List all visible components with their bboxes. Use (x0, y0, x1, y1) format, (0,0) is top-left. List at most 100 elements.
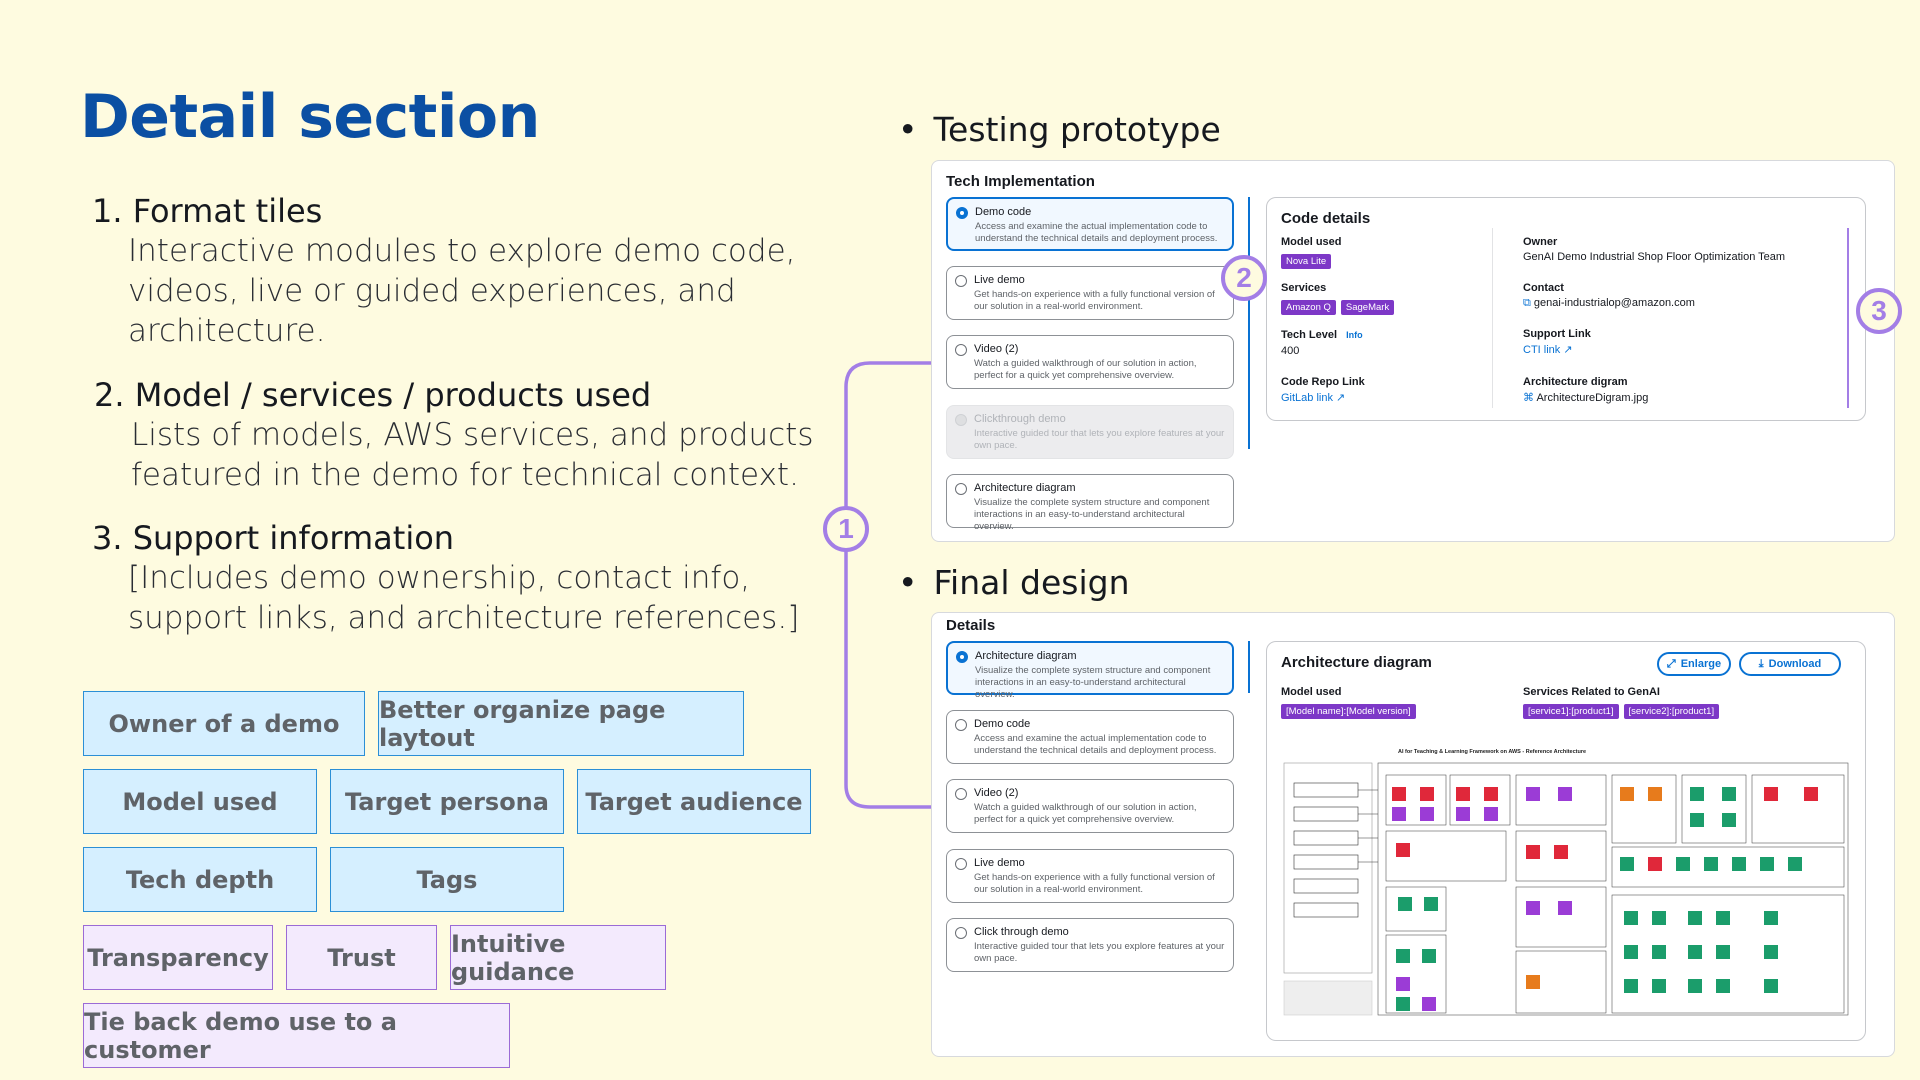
connector-bracket (844, 361, 935, 809)
arch-label: Architecture digram (1523, 376, 1628, 388)
tile-title: Architecture diagram (975, 650, 1077, 662)
final-panel: Details Architecture diagram Visualize t… (931, 612, 1895, 1057)
owner-label: Owner (1523, 236, 1558, 248)
tile-desc: Get hands-on experience with a fully fun… (974, 289, 1215, 312)
column-divider (1492, 228, 1493, 408)
section-3-body: [Includes demo ownership, contact info,s… (128, 560, 800, 636)
external-link-icon: ↗ (1563, 344, 1573, 356)
tile-title: Demo code (974, 718, 1031, 730)
radio-icon[interactable] (956, 651, 968, 663)
code-details-card: Code details Model used Nova Lite Servic… (1266, 197, 1866, 421)
tile-architecture[interactable]: Architecture diagram Visualize the compl… (946, 474, 1234, 532)
testing-panel: Tech Implementation Demo code Access and… (931, 160, 1895, 542)
diagram-icon: ⌘ (1523, 392, 1534, 404)
tile-title: Video (2) (974, 787, 1019, 799)
service-badge: [service1]:[product1] (1523, 704, 1619, 719)
testing-panel-title: Tech Implementation (946, 173, 1095, 190)
callout-1: 1 (823, 506, 869, 552)
radio-icon[interactable] (955, 719, 967, 731)
diagram-graphic (1283, 762, 1849, 1016)
model-label: Model used (1281, 236, 1342, 248)
tile-demo-code[interactable]: Demo code Access and examine the actual … (946, 710, 1234, 764)
services-label: Services (1281, 282, 1327, 294)
tile-title: Live demo (974, 274, 1025, 286)
tile-desc: Get hands-on experience with a fully fun… (974, 872, 1215, 895)
tag-owner: Owner of a demo (83, 691, 365, 756)
architecture-diagram-image[interactable]: AI for Teaching & Learning Framework on … (1278, 735, 1856, 1017)
final-panel-title: Details (946, 617, 996, 634)
service-badge: SageMark (1340, 300, 1395, 315)
repo-label: Code Repo Link (1281, 376, 1365, 388)
divider (1248, 197, 1250, 449)
tile-title: Video (2) (974, 343, 1019, 355)
tile-desc: Watch a guided walkthrough of our soluti… (974, 802, 1197, 825)
radio-icon[interactable] (955, 275, 967, 287)
arch-file[interactable]: ⌘ ArchitectureDigram.jpg (1523, 392, 1649, 404)
support-label: Support Link (1523, 328, 1591, 340)
tag-tie-back: Tie back demo use to a customer (83, 1003, 510, 1068)
radio-icon[interactable] (955, 344, 967, 356)
tech-level-value: 400 (1281, 345, 1300, 357)
tile-desc: Interactive guided tour that lets you ex… (974, 941, 1225, 964)
tag-audience: Target audience (577, 769, 811, 834)
tile-title: Architecture diagram (974, 482, 1076, 494)
tile-live-demo[interactable]: Live demo Get hands-on experience with a… (946, 266, 1234, 320)
tag-transparency: Transparency (83, 925, 273, 990)
tile-title: Live demo (974, 857, 1025, 869)
tile-title: Clickthrough demo (974, 413, 1066, 425)
section-2-heading: 2. Model / services / products used (94, 376, 652, 414)
service-badge: Amazon Q (1281, 300, 1336, 315)
model-badge: [Model name]:[Model version] (1281, 704, 1416, 719)
tile-video[interactable]: Video (2) Watch a guided walkthrough of … (946, 335, 1234, 389)
arch-card-title: Architecture diagram (1281, 654, 1432, 671)
callout-3: 3 (1856, 288, 1902, 334)
divider (1248, 641, 1250, 693)
tile-clickthrough[interactable]: Click through demo Interactive guided to… (946, 918, 1234, 972)
tile-title: Demo code (975, 206, 1032, 218)
services-label: Services Related to GenAI (1523, 686, 1660, 698)
section-2-body: Lists of models, AWS services, and produ… (131, 417, 814, 493)
radio-icon[interactable] (955, 483, 967, 495)
tech-level-label: Tech Level Info (1281, 329, 1363, 341)
tag-guidance: Intuitive guidance (450, 925, 666, 990)
radio-icon[interactable] (955, 858, 967, 870)
tile-clickthrough: Clickthrough demo Interactive guided tou… (946, 405, 1234, 459)
model-badge: Nova Lite (1281, 254, 1332, 269)
radio-icon[interactable] (955, 788, 967, 800)
tag-tags: Tags (330, 847, 564, 912)
section-1-heading: 1. Format tiles (92, 192, 323, 230)
callout-3-line (1847, 228, 1849, 408)
contact-label: Contact (1523, 282, 1564, 294)
radio-icon[interactable] (955, 927, 967, 939)
section-1-body: Interactive modules to explore demo code… (128, 233, 796, 349)
tile-demo-code[interactable]: Demo code Access and examine the actual … (946, 197, 1234, 251)
tile-desc: Interactive guided tour that lets you ex… (974, 428, 1225, 451)
support-link[interactable]: CTI link ↗ (1523, 344, 1573, 356)
tile-architecture[interactable]: Architecture diagram Visualize the compl… (946, 641, 1234, 700)
contact-value: ⧉ genai-industrialop@amazon.com (1523, 297, 1695, 309)
enlarge-button[interactable]: ⤢Enlarge (1657, 652, 1731, 676)
tag-trust: Trust (286, 925, 437, 990)
tile-desc: Watch a guided walkthrough of our soluti… (974, 358, 1197, 381)
repo-link[interactable]: GitLab link ↗ (1281, 392, 1346, 404)
tag-model: Model used (83, 769, 317, 834)
enlarge-icon: ⤢ (1666, 657, 1676, 670)
diagram-title: AI for Teaching & Learning Framework on … (1398, 749, 1587, 755)
tile-desc: Visualize the complete system structure … (974, 497, 1210, 532)
tile-live-demo[interactable]: Live demo Get hands-on experience with a… (946, 849, 1234, 903)
radio-icon (955, 414, 967, 426)
service-badge: [service2]:[product1] (1623, 704, 1720, 719)
radio-icon[interactable] (956, 207, 968, 219)
external-link-icon: ↗ (1336, 392, 1346, 404)
tile-desc: Visualize the complete system structure … (975, 665, 1211, 700)
owner-value: GenAI Demo Industrial Shop Floor Optimiz… (1523, 251, 1786, 263)
download-icon: ⤓ (1758, 657, 1764, 670)
tile-video[interactable]: Video (2) Watch a guided walkthrough of … (946, 779, 1234, 833)
tag-persona: Target persona (330, 769, 564, 834)
info-link[interactable]: Info (1346, 330, 1363, 340)
copy-icon[interactable]: ⧉ (1523, 297, 1531, 309)
section-3-heading: 3. Support information (92, 519, 455, 557)
tile-desc: Access and examine the actual implementa… (974, 733, 1217, 756)
download-button[interactable]: ⤓Download (1739, 652, 1841, 676)
bullet-final: Final design (898, 563, 1129, 602)
